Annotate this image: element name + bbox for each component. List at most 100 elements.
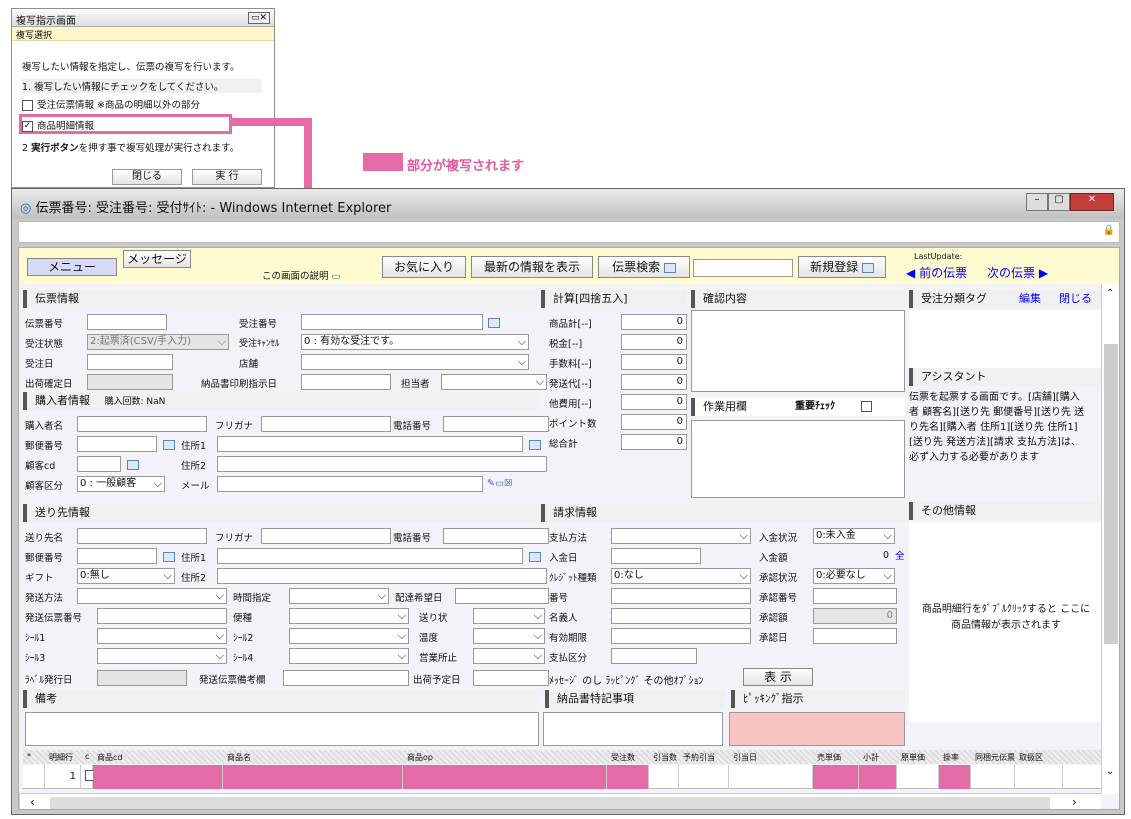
buyer-name-input[interactable] bbox=[77, 416, 207, 432]
ship-addr-icon[interactable] bbox=[529, 552, 541, 562]
tag-close-link[interactable]: 閉じる bbox=[1059, 292, 1092, 305]
calc-value[interactable]: 0 bbox=[621, 374, 687, 390]
shonin-status-select[interactable]: 0:必要なし bbox=[813, 568, 895, 584]
nyukin-date-input[interactable] bbox=[611, 548, 701, 564]
calc-value[interactable]: 0 bbox=[621, 314, 687, 330]
addr-search-icon[interactable] bbox=[529, 440, 541, 450]
screen-explain-link[interactable]: この画面の説明 ▭ bbox=[262, 268, 341, 282]
address-bar[interactable]: 🔒 bbox=[18, 221, 1120, 243]
search-slip-button[interactable]: 伝票検索 bbox=[598, 256, 690, 278]
tab-copy-select[interactable]: 複写選択 bbox=[12, 27, 274, 41]
favorite-button[interactable]: お気に入り bbox=[382, 256, 466, 278]
ship-biko-input[interactable] bbox=[283, 670, 409, 686]
message-button[interactable]: メッセージ bbox=[123, 250, 191, 268]
calc-value[interactable]: 0 bbox=[621, 334, 687, 350]
next-slip-link[interactable]: 次の伝票 ▶ bbox=[987, 264, 1048, 281]
grid-cell[interactable] bbox=[607, 765, 649, 789]
grid-cell[interactable] bbox=[1015, 765, 1063, 789]
print-date-input[interactable] bbox=[301, 374, 391, 390]
meigi-input[interactable] bbox=[611, 608, 751, 624]
seal4-select[interactable] bbox=[289, 648, 409, 664]
grid-col-header[interactable]: 商品op bbox=[407, 753, 433, 762]
grid-cell[interactable] bbox=[897, 765, 939, 789]
juchu-date-input[interactable] bbox=[87, 354, 173, 370]
grid-cell[interactable] bbox=[679, 765, 729, 789]
ship-addr1-input[interactable] bbox=[217, 548, 523, 564]
calendar-icon[interactable] bbox=[488, 318, 500, 328]
shonin-gaku-input[interactable]: 0 bbox=[813, 608, 897, 624]
grid-cell[interactable] bbox=[859, 765, 897, 789]
close-window-icon[interactable]: ✕ bbox=[1070, 193, 1114, 211]
bango-input[interactable] bbox=[611, 588, 751, 604]
biko-textarea[interactable] bbox=[25, 712, 539, 746]
dialog-window-buttons[interactable]: ▭✕ bbox=[247, 12, 270, 24]
ship-name-input[interactable] bbox=[77, 528, 207, 544]
kubun-input[interactable] bbox=[611, 648, 697, 664]
juchu-no-input[interactable] bbox=[301, 314, 483, 330]
run-button[interactable]: 実 行 bbox=[192, 169, 262, 185]
grid-col-header[interactable]: 商品cd bbox=[97, 753, 123, 762]
ship-no-input[interactable] bbox=[97, 608, 227, 624]
prev-slip-link[interactable]: ◀ 前の伝票 bbox=[906, 264, 967, 281]
time-select[interactable] bbox=[289, 588, 389, 604]
buyer-kana-input[interactable] bbox=[261, 416, 391, 432]
kibou-input[interactable] bbox=[455, 588, 549, 604]
kokyaku-cd-input[interactable] bbox=[77, 456, 121, 472]
nohin-textarea[interactable] bbox=[543, 712, 723, 746]
eigyo-select[interactable] bbox=[473, 648, 545, 664]
grid-col-header[interactable]: 受注数 bbox=[611, 753, 635, 762]
method-select[interactable] bbox=[77, 588, 227, 604]
cancel-select[interactable]: 0 : 有効な受注です。 bbox=[301, 334, 529, 350]
bin-select[interactable] bbox=[289, 608, 409, 624]
option-order-info[interactable]: 受注伝票情報 ※商品の明細以外の部分 bbox=[22, 97, 200, 111]
tenpo-select[interactable] bbox=[301, 354, 529, 370]
maximize-icon[interactable]: ▢ bbox=[1048, 193, 1070, 211]
minimize-icon[interactable]: – bbox=[1026, 193, 1048, 211]
grid-cell[interactable] bbox=[729, 765, 813, 789]
grid-col-header[interactable]: 原単価 bbox=[901, 753, 925, 762]
calc-value[interactable]: 0 bbox=[621, 394, 687, 410]
kigen-input[interactable] bbox=[611, 628, 751, 644]
buyer-tel-input[interactable] bbox=[443, 416, 549, 432]
tanto-select[interactable] bbox=[441, 374, 547, 390]
grid-col-header[interactable]: 明細行 bbox=[49, 753, 73, 762]
order-info-checkbox[interactable] bbox=[22, 100, 33, 111]
grid-col-header[interactable]: c bbox=[85, 752, 90, 761]
show-button[interactable]: 表 示 bbox=[743, 668, 813, 686]
pay-select[interactable] bbox=[611, 528, 751, 544]
buyer-addr2-input[interactable] bbox=[217, 456, 547, 472]
grid-row[interactable]: 1 bbox=[23, 765, 1101, 789]
grid-col-header[interactable]: 売単価 bbox=[817, 753, 841, 762]
new-register-button[interactable]: 新規登録 bbox=[798, 256, 886, 278]
item-detail-checkbox[interactable]: ✓ bbox=[22, 121, 33, 132]
buyer-addr1-input[interactable] bbox=[217, 436, 523, 452]
buyer-mail-input[interactable] bbox=[217, 476, 483, 492]
seal3-select[interactable] bbox=[97, 648, 227, 664]
important-checkbox[interactable] bbox=[861, 401, 872, 412]
grid-cell[interactable] bbox=[649, 765, 679, 789]
menu-button[interactable]: メニュー bbox=[27, 258, 117, 276]
ship-zip-input[interactable] bbox=[77, 548, 157, 564]
grid-col-header[interactable]: 予約引当 bbox=[683, 753, 715, 762]
buyer-zip-input[interactable] bbox=[77, 436, 157, 452]
mail-icons[interactable]: ✎▭☒ bbox=[487, 478, 513, 489]
grid-col-header[interactable]: 引当数 bbox=[653, 753, 677, 762]
horizontal-thumb[interactable] bbox=[50, 797, 1050, 809]
shukka-input[interactable] bbox=[87, 374, 173, 390]
status-select[interactable]: 2:起票済(CSV/手入力) bbox=[87, 334, 229, 350]
kakunin-textarea[interactable] bbox=[691, 310, 905, 392]
seal2-select[interactable] bbox=[289, 628, 409, 644]
sagyo-textarea[interactable] bbox=[691, 420, 905, 498]
kokyaku-kbn-select[interactable]: 0 : 一般顧客 bbox=[77, 476, 165, 492]
shonin-date-input[interactable] bbox=[813, 628, 897, 644]
calc-value[interactable]: 0 bbox=[621, 434, 687, 450]
yotei-input[interactable] bbox=[473, 670, 549, 686]
grid-cell[interactable]: 1 bbox=[45, 765, 81, 789]
ship-addr2-input[interactable] bbox=[217, 568, 547, 584]
gift-select[interactable]: 0:無し bbox=[77, 568, 175, 584]
grid-col-header[interactable]: 商品名 bbox=[227, 753, 251, 762]
scroll-up-icon[interactable]: ⌃ bbox=[1106, 288, 1115, 299]
grid-cell[interactable] bbox=[23, 765, 45, 789]
calc-value[interactable]: 0 bbox=[621, 414, 687, 430]
ondo-select[interactable] bbox=[473, 628, 545, 644]
